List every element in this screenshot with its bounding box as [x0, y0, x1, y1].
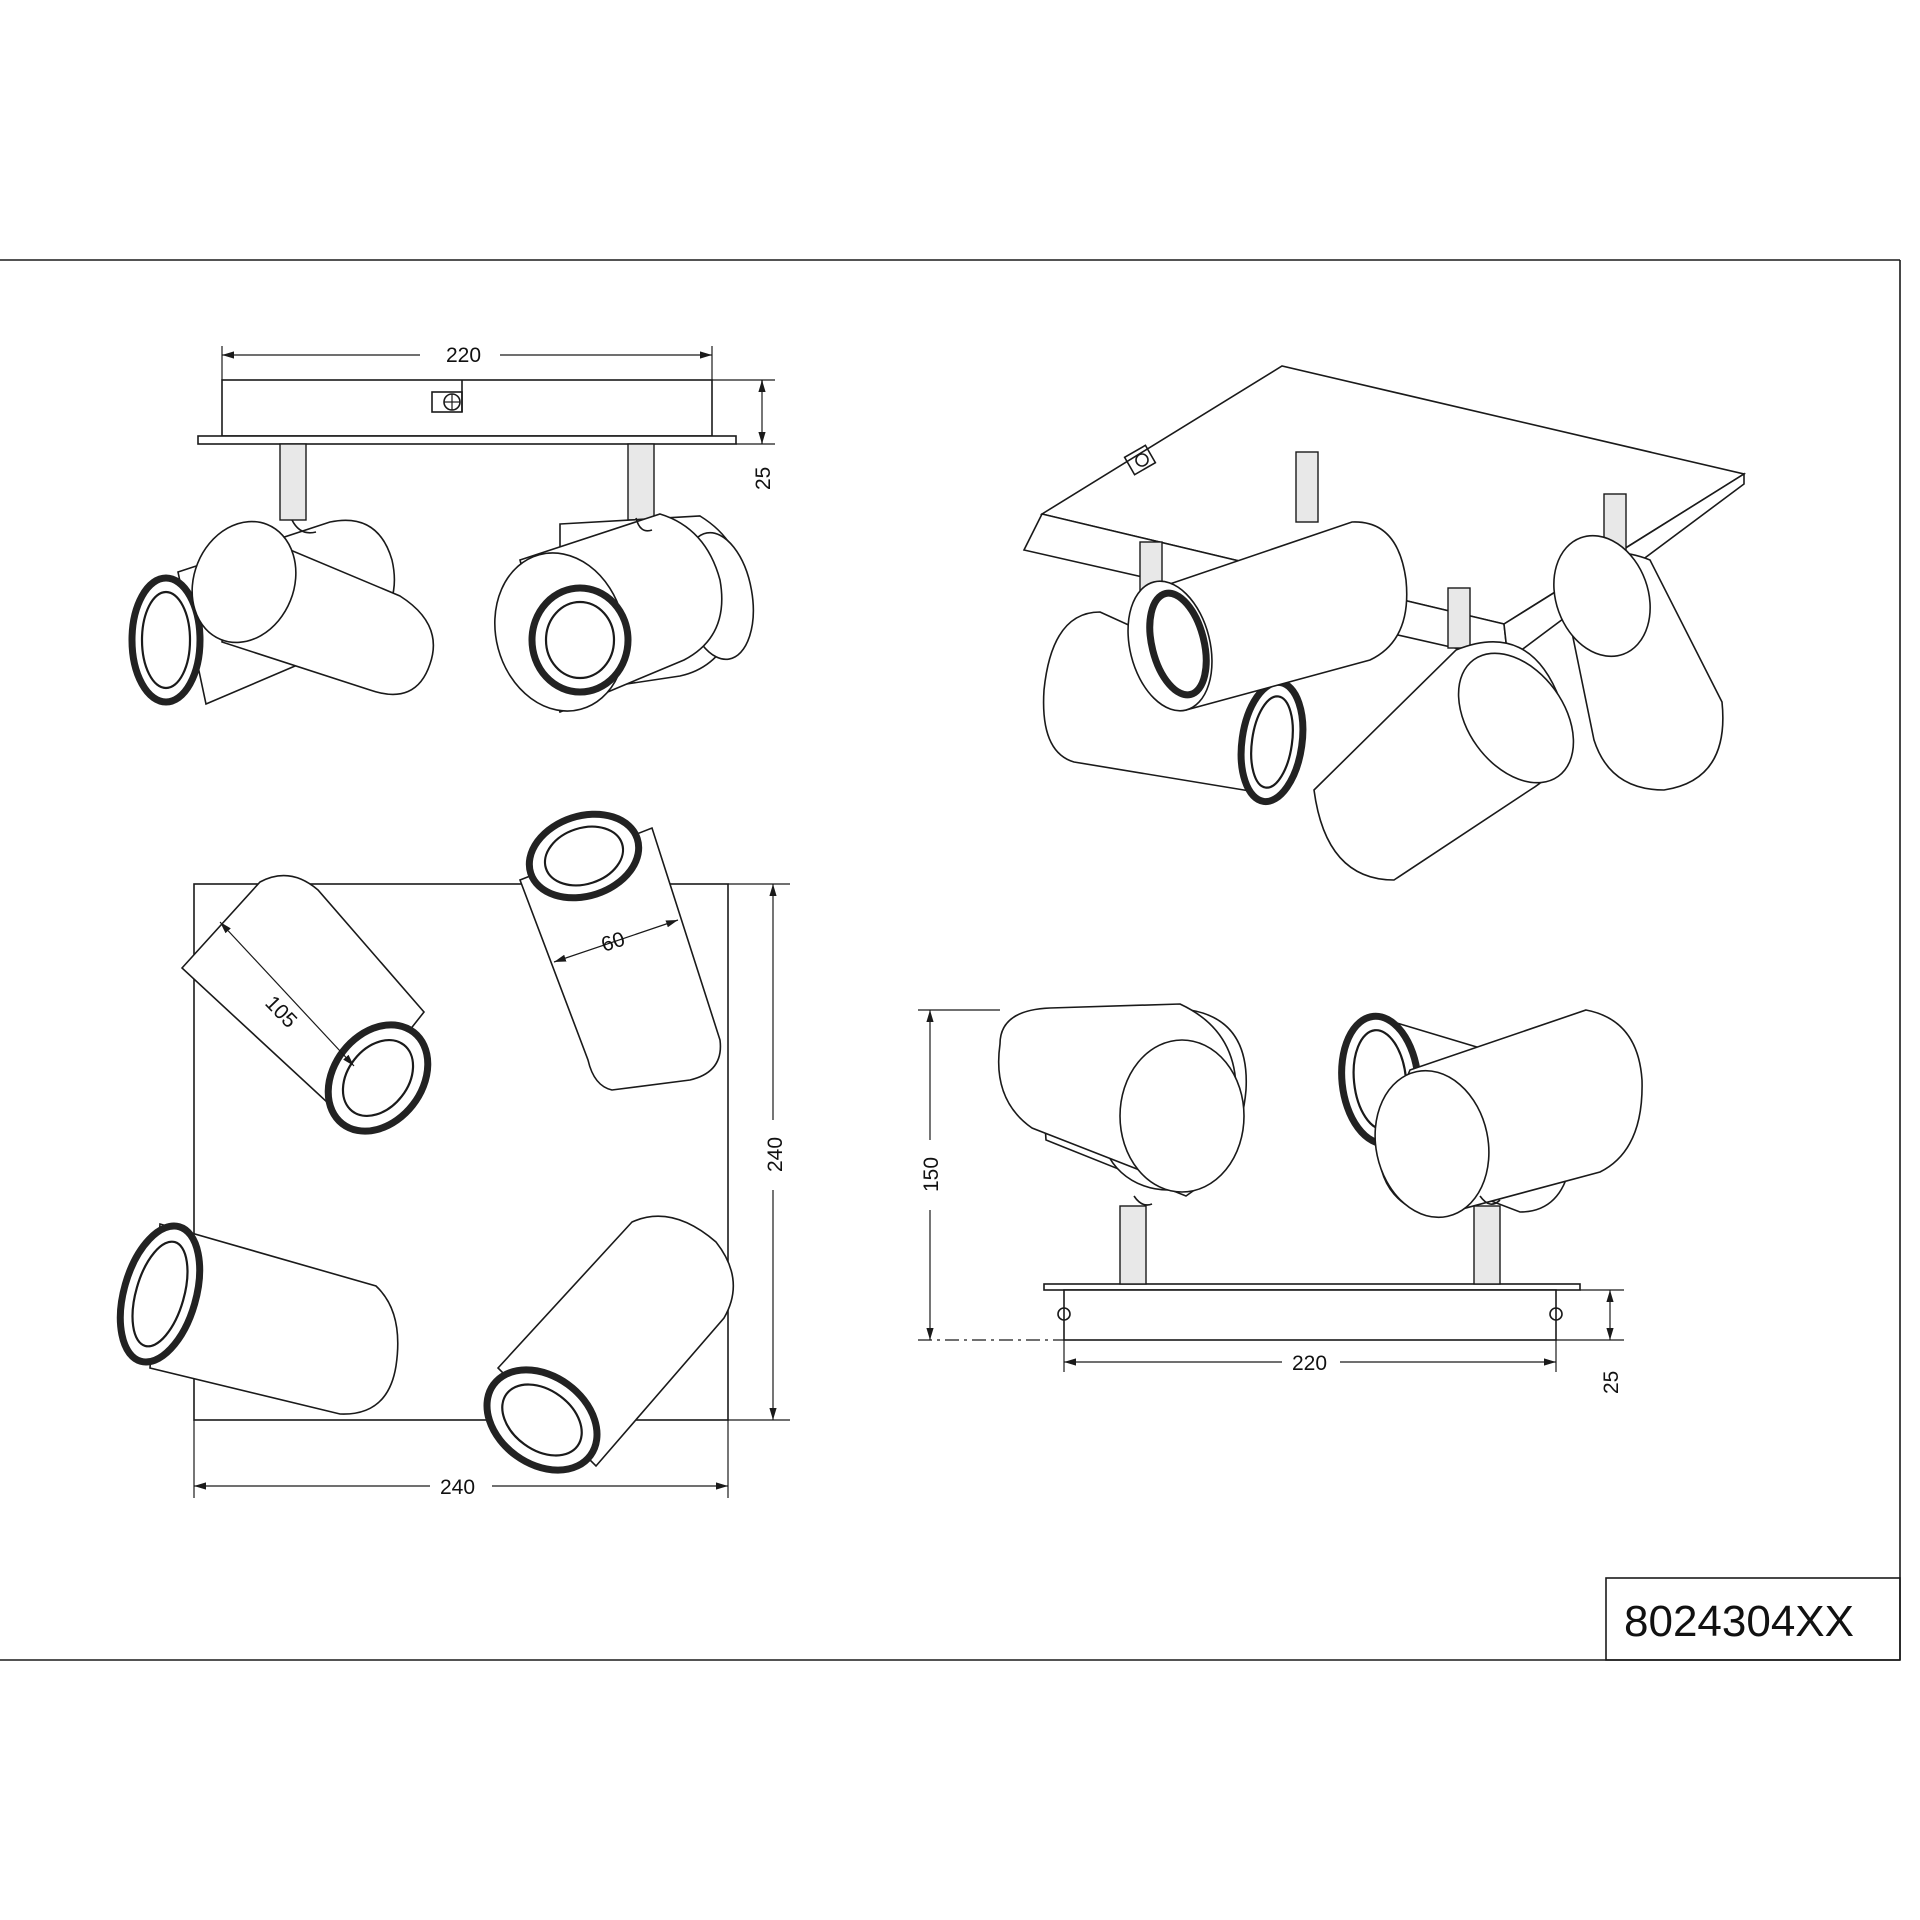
perspective-view: [1022, 365, 1747, 881]
screw-icon: [1123, 444, 1157, 476]
top-view: 105 60 240 240: [116, 810, 790, 1499]
spot-head-top-3: [116, 1222, 399, 1415]
dim-base-height-25: 25: [1600, 1371, 1623, 1394]
screw-icon: [431, 380, 463, 413]
spot-head-persp-3: [1313, 641, 1575, 881]
sheet-frame: [0, 259, 1901, 1661]
dim-width-220: 220: [446, 344, 481, 367]
spot-head-persp-4: [1553, 534, 1724, 791]
spot-head-front-right-front: [1374, 1009, 1643, 1219]
article-number: 8024304XX: [1624, 1597, 1854, 1646]
title-block: 8024304XX: [1605, 1577, 1901, 1661]
dim-width-220: 220: [1292, 1352, 1327, 1375]
spot-head-top-4: [483, 1215, 735, 1474]
spot-head-left-front: [191, 519, 435, 696]
front-view: 150 220 25: [918, 1003, 1643, 1394]
spot-head-right-front: [494, 513, 723, 714]
dim-height-150: 150: [920, 1157, 943, 1192]
dim-height-240: 240: [764, 1137, 787, 1172]
dim-height-25: 25: [752, 467, 775, 490]
spot-head-persp-2: [1127, 521, 1408, 712]
spot-head-top-1: [180, 874, 432, 1135]
side-view-top: 220 25: [128, 344, 775, 714]
dim-width-240: 240: [440, 1476, 475, 1499]
spot-head-front-left-front: [997, 1003, 1245, 1206]
